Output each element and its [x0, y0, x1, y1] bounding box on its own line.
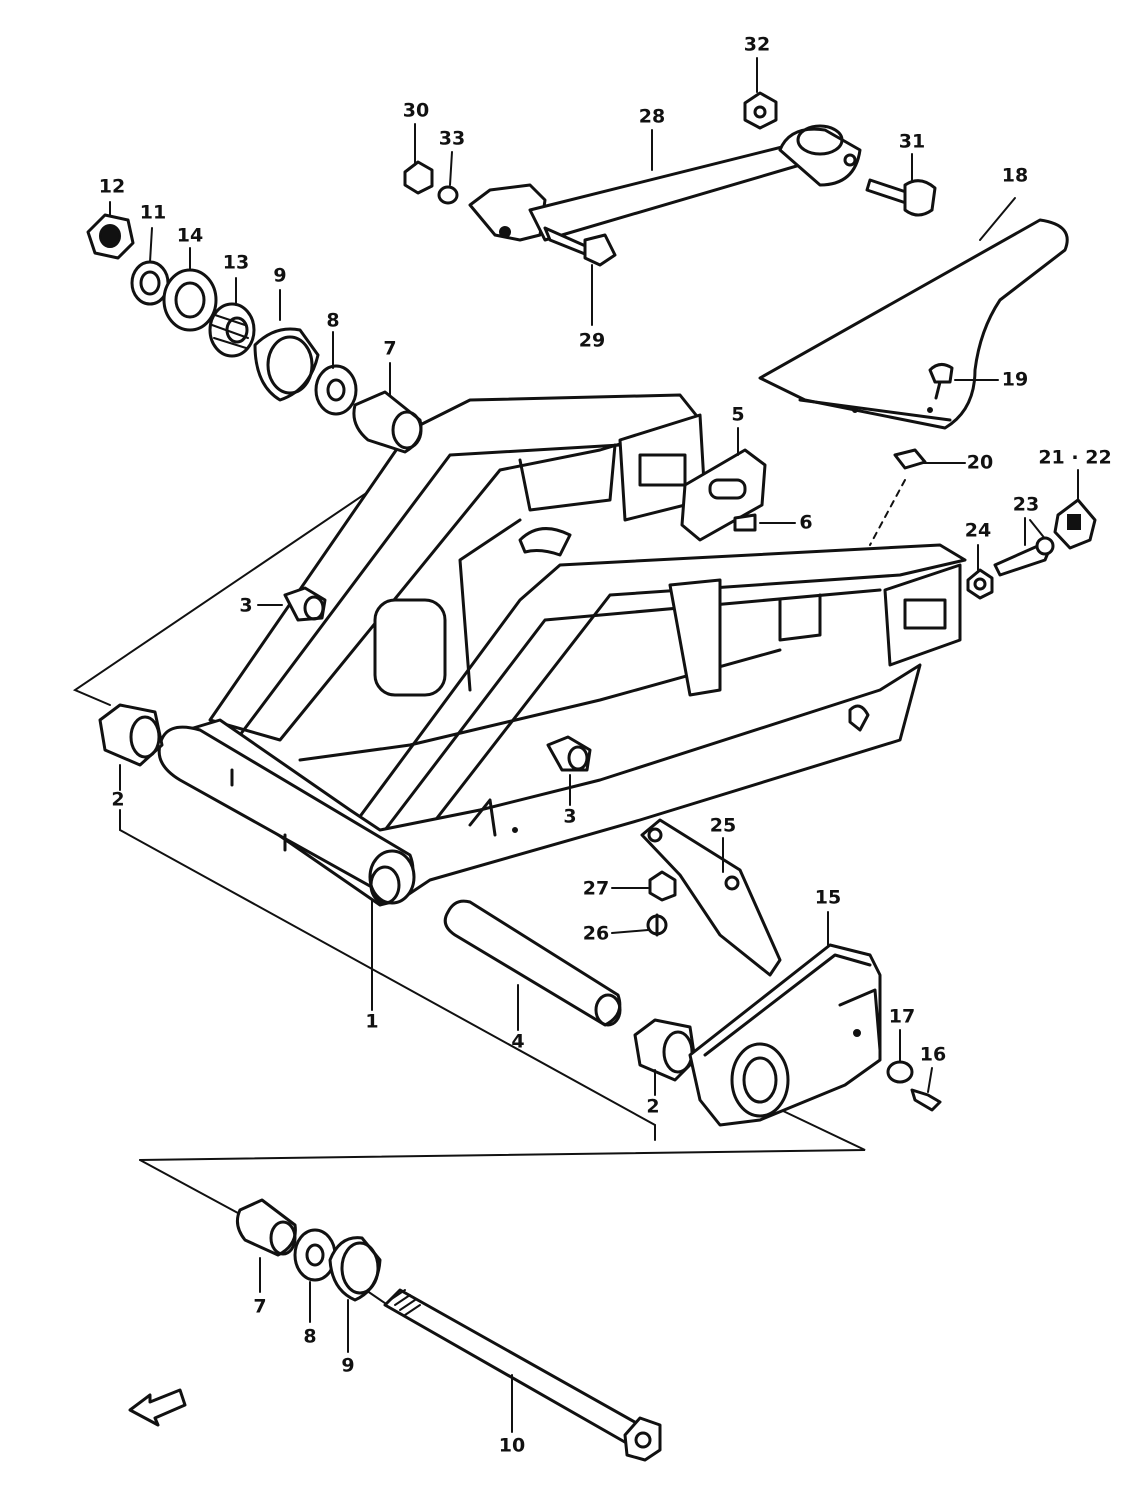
- callout-4: 4: [511, 1030, 525, 1053]
- part-12-nut: [86, 213, 135, 260]
- callout-10: 10: [498, 1434, 526, 1457]
- part-24-nut: [966, 568, 994, 600]
- front-arrow-icon: [128, 1388, 187, 1427]
- callout-3-right: 3: [563, 805, 577, 828]
- callout-27: 27: [582, 877, 610, 900]
- callout-14: 14: [176, 224, 204, 247]
- part-3-bushing-b: [546, 735, 592, 772]
- callout-leaders: [109, 57, 1079, 1433]
- part-25-bracket: [640, 818, 782, 977]
- callout-15: 15: [814, 886, 842, 909]
- callout-8-lower: 8: [303, 1325, 317, 1348]
- part-26-screw: [646, 913, 668, 937]
- callout-23: 23: [1012, 493, 1040, 516]
- part-32-nut: [743, 91, 778, 130]
- callout-8-upper: 8: [326, 309, 340, 332]
- callout-13: 13: [222, 251, 250, 274]
- part-20-clip: [893, 448, 927, 470]
- part-21-22-block: [1053, 498, 1097, 550]
- part-9-spacer: [253, 327, 320, 402]
- callout-31: 31: [898, 130, 926, 153]
- part-4-spacer-tube: [443, 899, 622, 1027]
- callout-21-22: 21 · 22: [1038, 446, 1112, 469]
- part-8-washer: [314, 364, 358, 416]
- part-8-washer-lower: [293, 1228, 337, 1282]
- part-15-adjuster: [688, 943, 882, 1127]
- part-2-bearing-a: [98, 703, 164, 767]
- callout-19: 19: [1001, 368, 1029, 391]
- callout-12: 12: [98, 175, 126, 198]
- part-16-bolt: [910, 1088, 942, 1112]
- part-14-seal: [162, 268, 218, 332]
- callout-7-lower: 7: [253, 1295, 267, 1318]
- part-27-nut: [648, 870, 677, 902]
- callout-29: 29: [578, 329, 606, 352]
- callout-18: 18: [1001, 164, 1029, 187]
- part-18-chain-guard: [758, 218, 1069, 430]
- part-28-torque-link: [468, 124, 862, 242]
- callout-28: 28: [638, 105, 666, 128]
- callout-11: 11: [139, 201, 167, 224]
- callout-25: 25: [709, 814, 737, 837]
- callout-1: 1: [365, 1010, 379, 1033]
- part-31-bolt: [865, 178, 937, 217]
- part-19-screw: [928, 363, 954, 400]
- part-29-bolt: [543, 226, 617, 267]
- callout-16: 16: [919, 1043, 947, 1066]
- callout-7-upper: 7: [383, 337, 397, 360]
- callout-26: 26: [582, 922, 610, 945]
- callout-3-left: 3: [239, 594, 253, 617]
- part-23-bolt: [993, 536, 1055, 577]
- callout-30: 30: [402, 99, 430, 122]
- callout-6: 6: [799, 511, 813, 534]
- part-6-bolt: [733, 513, 757, 532]
- part-7-collar: [352, 390, 423, 454]
- part-5-plate: [680, 448, 767, 542]
- part-9-spacer-lower: [328, 1236, 382, 1302]
- callout-20: 20: [966, 451, 994, 474]
- callout-5: 5: [731, 403, 745, 426]
- part-3-bushing-a: [283, 586, 327, 622]
- part-2-bearing-b: [633, 1018, 697, 1082]
- callout-32: 32: [743, 33, 771, 56]
- part-30-nut: [403, 160, 434, 195]
- callout-2-right: 2: [646, 1095, 660, 1118]
- callout-9-upper: 9: [273, 264, 287, 287]
- callout-24: 24: [964, 519, 992, 542]
- callout-17: 17: [888, 1005, 916, 1028]
- part-10-pivot-shaft: [383, 1288, 662, 1462]
- swingarm-body: [157, 393, 967, 907]
- part-17-nut: [886, 1060, 914, 1084]
- part-7-collar-lower: [235, 1198, 297, 1257]
- callout-33: 33: [438, 127, 466, 150]
- part-13-bearing: [208, 302, 256, 358]
- callout-2-left: 2: [111, 788, 125, 811]
- callout-9-lower: 9: [341, 1354, 355, 1377]
- part-33-washer: [437, 185, 459, 205]
